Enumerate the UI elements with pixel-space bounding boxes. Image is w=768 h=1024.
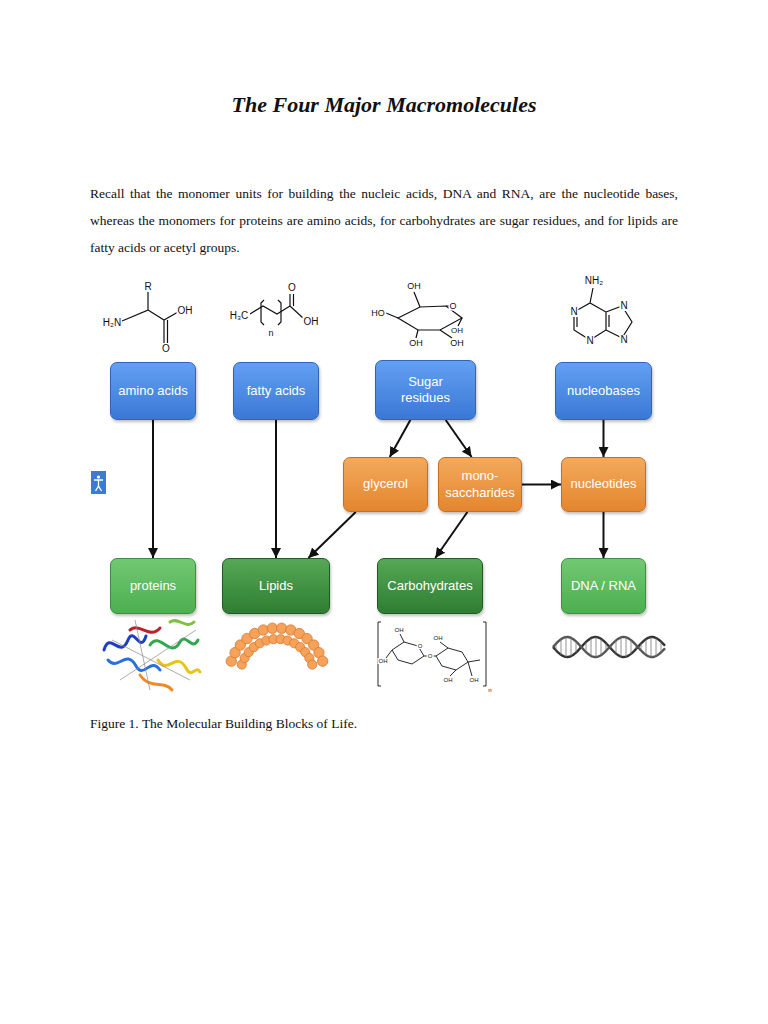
atom-label: OH bbox=[378, 658, 389, 664]
arrow-connector bbox=[390, 420, 411, 457]
atom-label: H₃C bbox=[229, 311, 250, 321]
box-label: Lipids bbox=[259, 578, 293, 594]
atom-label: O bbox=[161, 344, 171, 354]
macromolecule-box: DNA / RNA bbox=[561, 558, 646, 614]
atom-label: n bbox=[267, 329, 274, 338]
atom-label: OH bbox=[408, 339, 424, 348]
figure-caption: Figure 1. The Molecular Building Blocks … bbox=[90, 716, 357, 732]
box-label: proteins bbox=[130, 578, 176, 594]
arrow-connector bbox=[603, 512, 605, 558]
protein-ribbon bbox=[104, 620, 200, 690]
intermediate-box: mono-saccharides bbox=[438, 457, 522, 512]
monomer-box: fatty acids bbox=[233, 362, 319, 420]
atom-label: NH₂ bbox=[584, 276, 604, 286]
lipid-bilayer bbox=[226, 623, 328, 669]
atom-label: O bbox=[417, 643, 424, 649]
intermediate-box: glycerol bbox=[343, 457, 428, 512]
atom-label: N bbox=[619, 335, 628, 345]
arrow-connector bbox=[152, 420, 154, 558]
arrow-connector bbox=[603, 420, 605, 457]
box-label: amino acids bbox=[118, 383, 187, 399]
box-label: Sugar residues bbox=[382, 374, 469, 407]
box-label: Carbohydrates bbox=[387, 578, 472, 594]
arrow-connector bbox=[435, 512, 467, 558]
arrow-connector bbox=[522, 484, 561, 486]
accessibility-icon bbox=[91, 471, 106, 494]
intro-paragraph: Recall that the monomer units for buildi… bbox=[90, 180, 678, 261]
atom-label: OH bbox=[443, 677, 454, 683]
arrow-connector bbox=[446, 420, 472, 457]
box-label: nucleobases bbox=[567, 383, 640, 399]
atom-label: OH bbox=[177, 306, 194, 316]
page-title: The Four Major Macromolecules bbox=[0, 92, 768, 118]
dna-helix bbox=[553, 637, 665, 657]
atom-label: OH bbox=[469, 677, 480, 683]
atom-label: HO bbox=[370, 309, 386, 318]
chemical-structures bbox=[122, 288, 632, 343]
atom-label: O bbox=[448, 302, 457, 311]
atom-label: OH bbox=[303, 317, 320, 327]
intermediate-box: nucleotides bbox=[561, 457, 646, 512]
atom-label: OH bbox=[449, 339, 465, 348]
box-label: DNA / RNA bbox=[571, 578, 636, 594]
monomer-box: Sugar residues bbox=[375, 360, 476, 420]
atom-label: N bbox=[585, 336, 594, 346]
macromolecule-box: Carbohydrates bbox=[377, 558, 483, 614]
box-label: fatty acids bbox=[247, 383, 306, 399]
macromolecule-box: Lipids bbox=[222, 558, 330, 614]
box-label: nucleotides bbox=[571, 476, 637, 492]
atom-label: H₂N bbox=[102, 318, 122, 328]
box-label: glycerol bbox=[363, 476, 408, 492]
atom-label: OH bbox=[406, 282, 422, 291]
atom-label: OH bbox=[433, 635, 444, 641]
atom-label: OH bbox=[394, 627, 405, 633]
arrow-connector bbox=[275, 420, 277, 558]
carbohydrate-structure bbox=[378, 622, 486, 686]
atom-label: R bbox=[143, 282, 152, 292]
atom-label: O bbox=[427, 653, 434, 659]
atom-label: N bbox=[619, 301, 628, 311]
box-label: mono-saccharides bbox=[445, 468, 515, 501]
monomer-box: amino acids bbox=[110, 362, 196, 420]
atom-label: n bbox=[487, 687, 492, 693]
monomer-box: nucleobases bbox=[555, 362, 652, 420]
macromolecule-box: proteins bbox=[110, 558, 196, 614]
arrow-connector bbox=[308, 512, 355, 558]
atom-label: N bbox=[569, 307, 578, 317]
atom-label: O bbox=[287, 283, 297, 293]
atom-label: OH bbox=[450, 327, 464, 335]
